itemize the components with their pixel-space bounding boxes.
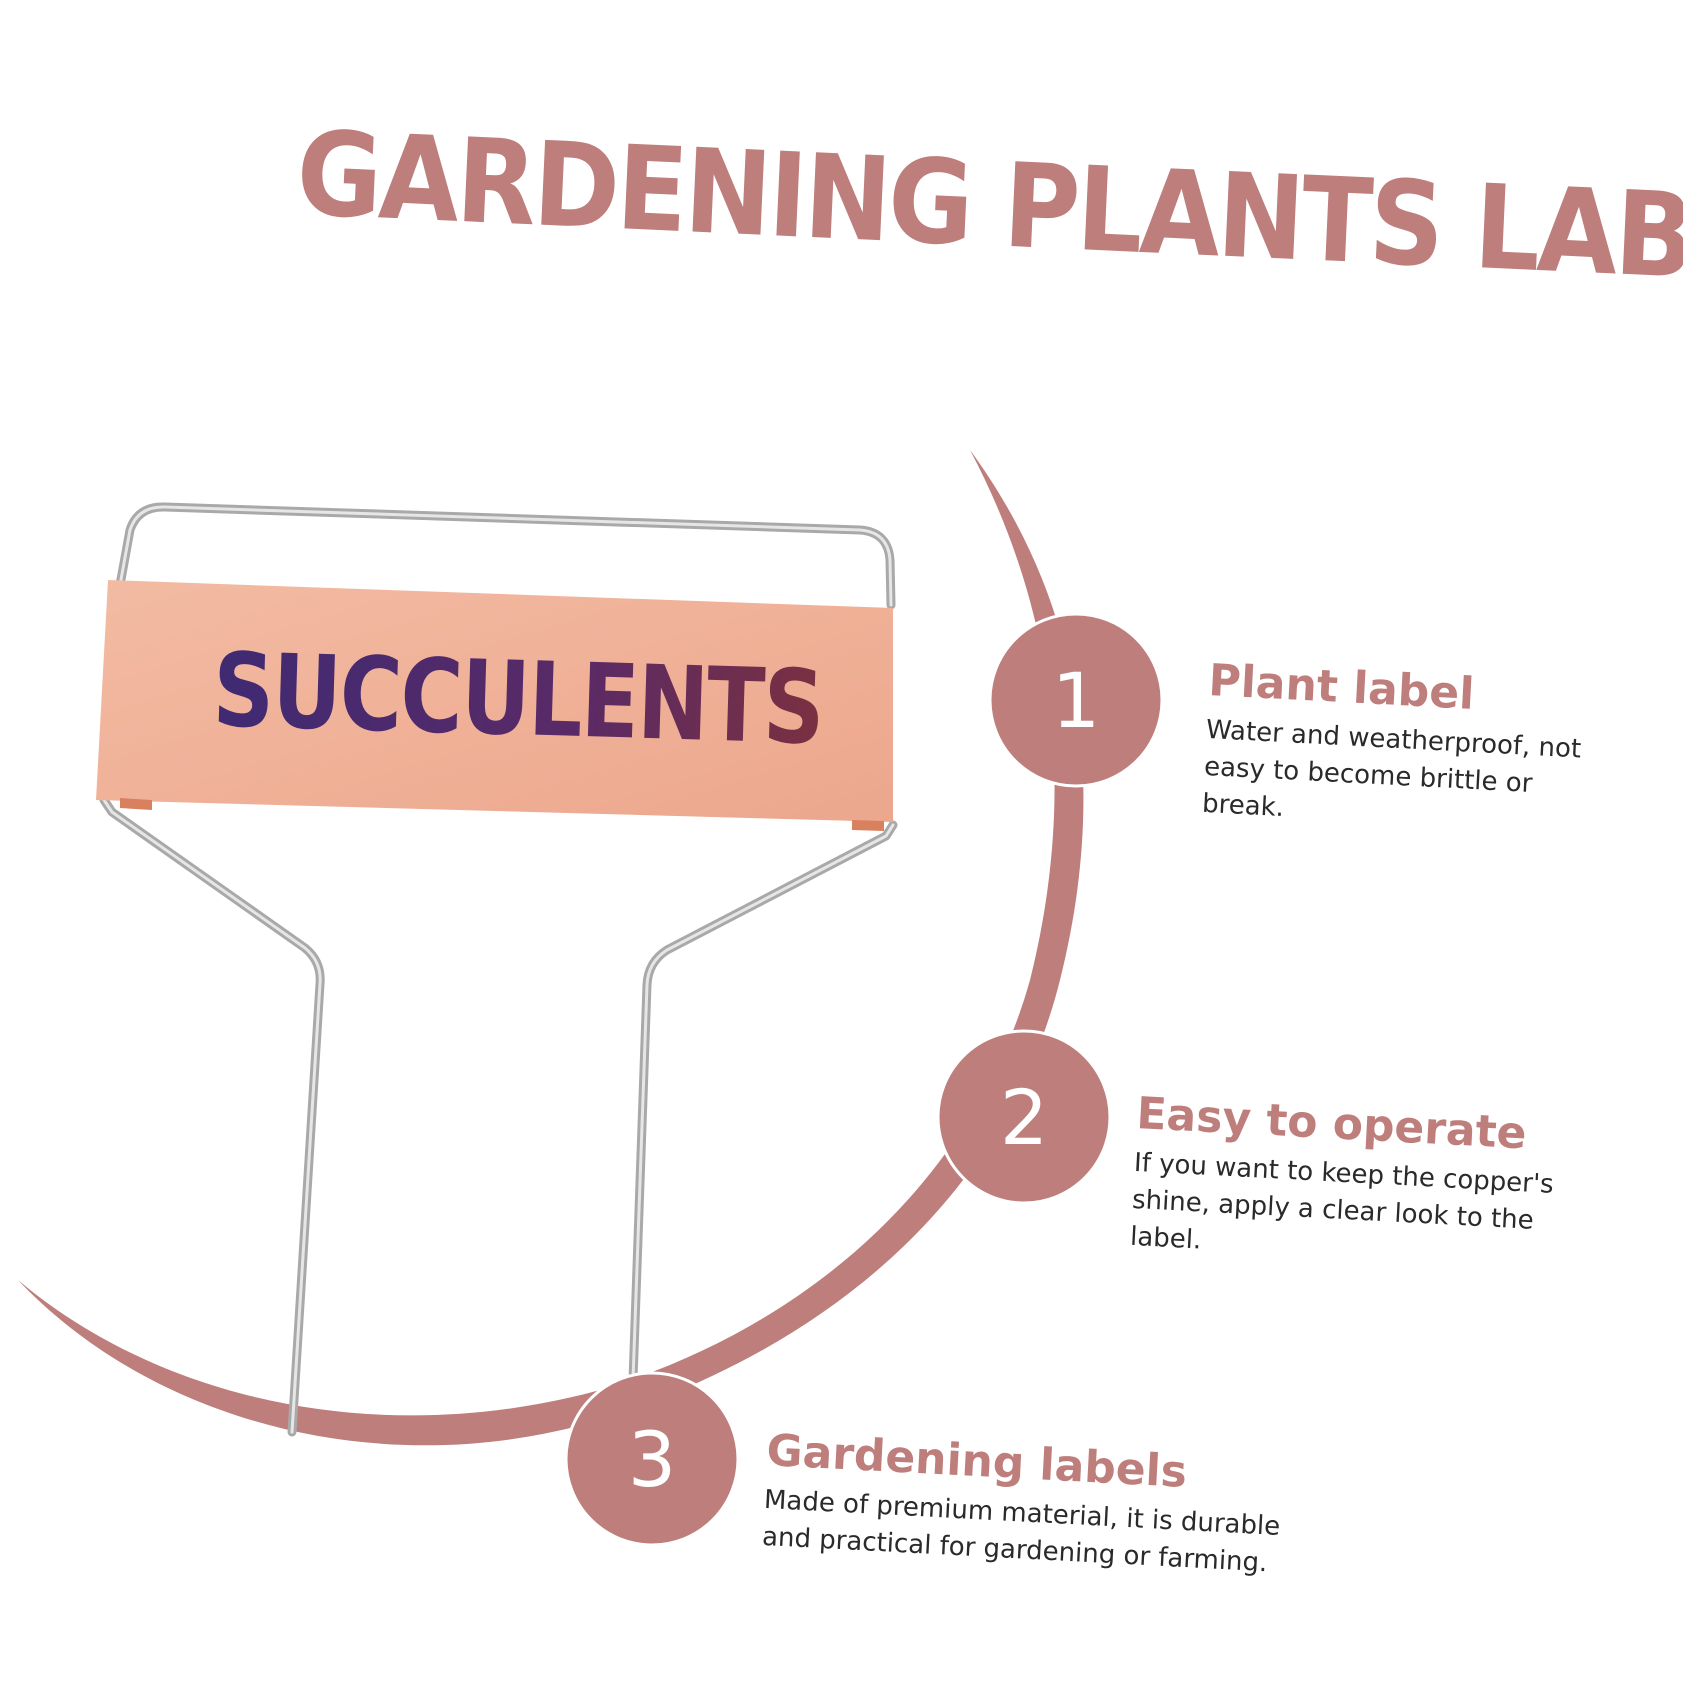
step-badge-3: 3 [564,1371,740,1547]
step-number-3: 3 [628,1415,676,1504]
feature-description: Water and weatherproof, not easy to beco… [1201,714,1582,824]
sign-text: SUCCULENTS [211,631,824,768]
sign-plate-tab-right [852,820,884,831]
feature-2: Easy to operate If you want to keep the … [1129,1088,1577,1279]
step-badge-2: 2 [936,1029,1112,1205]
wire-frame [99,502,898,1437]
feature-description: If you want to keep the copper's shine, … [1129,1147,1555,1256]
step-badge-1: 1 [988,612,1164,788]
step-number-2: 2 [1000,1073,1048,1162]
feature-1: Plant label Water and weatherproof, not … [1201,655,1609,844]
step-number-1: 1 [1052,656,1100,745]
sign-plate [96,580,893,822]
sign-plate-tab-left [120,798,152,810]
